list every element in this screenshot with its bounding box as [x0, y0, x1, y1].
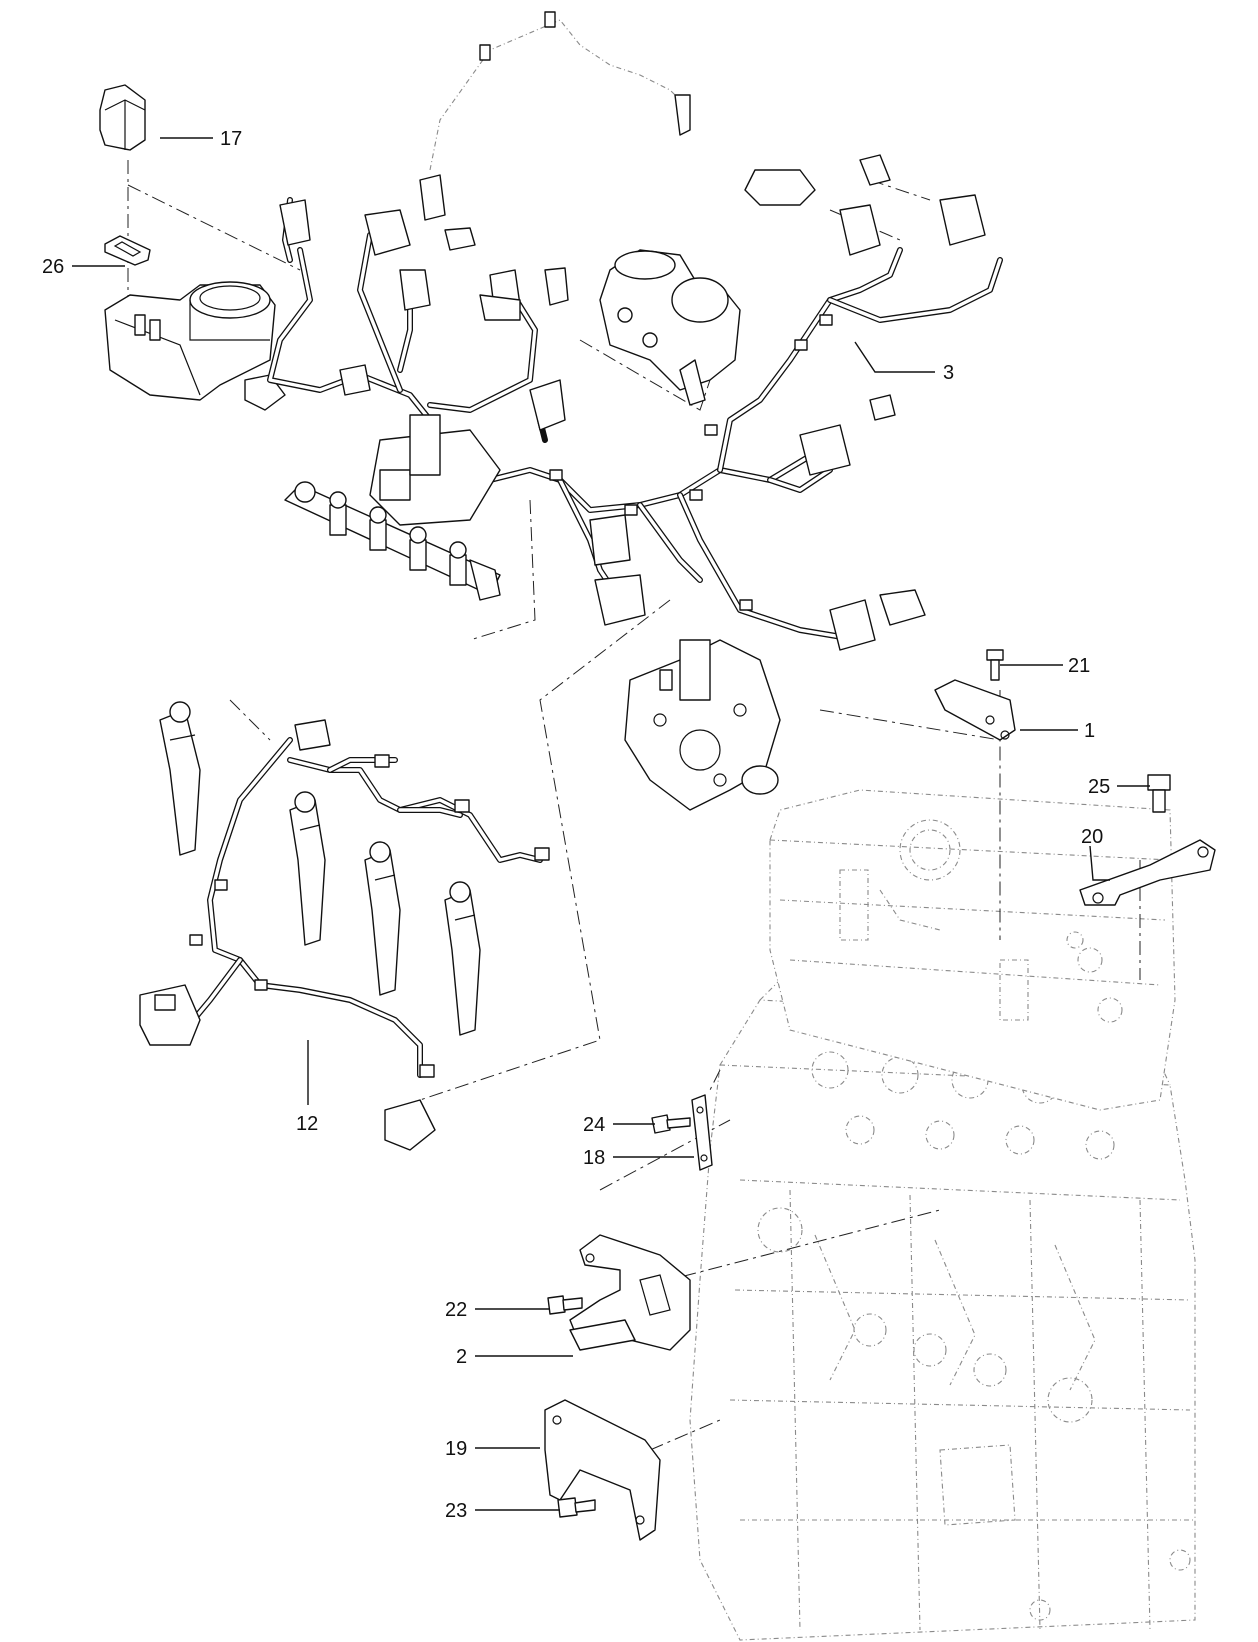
part-25-bolt	[1147, 774, 1171, 813]
callout-18: 18	[583, 1147, 605, 1169]
callout-21: 21	[1068, 655, 1090, 677]
part-23-bolt	[557, 1497, 596, 1518]
part-24-bolt	[651, 1114, 691, 1134]
leader-lines	[72, 137, 1150, 1511]
callout-25: 25	[1088, 776, 1110, 798]
sensor-lead	[429, 11, 691, 171]
fuel-rail	[284, 481, 501, 601]
part-21-bolt	[986, 649, 1004, 681]
part-18-bracket	[691, 1094, 713, 1171]
cylinder-head	[769, 789, 1176, 1111]
callout-19: 19	[445, 1438, 467, 1460]
callout-labels: 17 26 3 21 1 25 20 12 24 18 22 2 19 23	[42, 128, 1110, 1522]
callout-26: 26	[42, 256, 64, 278]
part-1-bracket	[934, 679, 1016, 741]
callout-20: 20	[1081, 826, 1103, 848]
part-17-cover	[99, 84, 146, 151]
part-3-main-harness	[267, 154, 1003, 651]
throttle-body	[104, 281, 286, 411]
part-19-bracket	[544, 1399, 661, 1541]
callout-22: 22	[445, 1299, 467, 1321]
callout-2: 2	[456, 1346, 467, 1368]
callout-1: 1	[1084, 720, 1095, 742]
part-20-bracket	[1079, 839, 1216, 906]
egr-valve	[599, 249, 741, 406]
part-22-bolt	[547, 1295, 583, 1315]
injectors	[159, 701, 481, 1036]
callout-12: 12	[296, 1113, 318, 1135]
callout-17: 17	[220, 128, 242, 150]
callout-23: 23	[445, 1500, 467, 1522]
part-26-gasket	[104, 235, 151, 266]
part-2-bracket	[569, 1234, 691, 1351]
callout-3: 3	[943, 362, 954, 384]
part-12-injector-harness	[139, 719, 550, 1151]
fuel-pump	[624, 639, 781, 811]
callout-24: 24	[583, 1114, 605, 1136]
